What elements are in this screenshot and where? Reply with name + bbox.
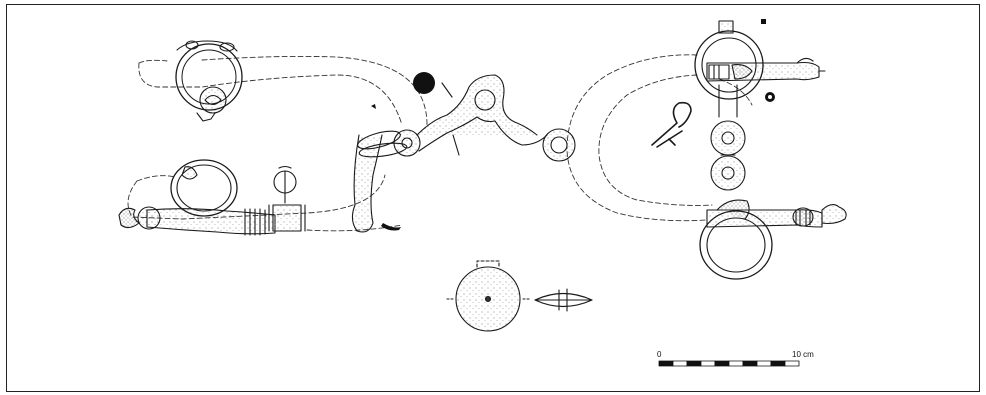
scale-bar-segment bbox=[742, 360, 758, 367]
right-upper-ring-fitting bbox=[694, 20, 826, 118]
lower-left-cheekpiece bbox=[118, 159, 306, 236]
scale-bar-segment bbox=[672, 360, 688, 367]
scale-bar-segment bbox=[700, 360, 716, 367]
stacked-discs bbox=[710, 120, 746, 191]
scale-bar bbox=[658, 360, 800, 367]
pendant-cross-section bbox=[534, 288, 593, 312]
figure-frame: 0 10 cm bbox=[6, 4, 980, 392]
scale-bar-segment bbox=[784, 360, 800, 367]
scale-start-label: 0 bbox=[657, 350, 662, 359]
scale-bar-segment bbox=[714, 360, 730, 367]
scale-bar-segment bbox=[658, 360, 674, 367]
upper-left-ring-fitting bbox=[175, 40, 243, 122]
ring-cross-section bbox=[273, 165, 297, 204]
central-mouthpiece bbox=[351, 74, 576, 233]
archaeological-drawing: 0 10 cm bbox=[118, 19, 847, 367]
scale-bar-segment bbox=[756, 360, 772, 367]
scale-bar-segment bbox=[686, 360, 702, 367]
hook-fitting bbox=[651, 101, 692, 148]
scale-bar-segment bbox=[770, 360, 786, 367]
disc-pendant bbox=[446, 260, 530, 332]
dashed-reconstruction-lines bbox=[127, 54, 753, 232]
scale-bar-segment bbox=[728, 360, 744, 367]
right-lower-ring-fitting bbox=[699, 199, 847, 280]
scale-end-label: 10 cm bbox=[792, 350, 814, 359]
